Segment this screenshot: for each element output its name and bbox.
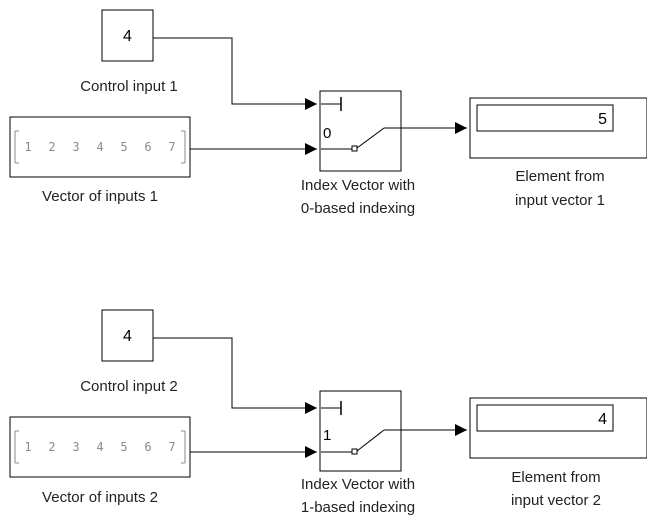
index-vector-2-port-label: 1 xyxy=(323,427,331,444)
switch-lever-icon xyxy=(356,429,385,452)
display-1-block[interactable]: 5 xyxy=(469,97,647,159)
switch-lever-icon xyxy=(356,127,385,149)
display-2-block[interactable]: 4 xyxy=(469,397,647,459)
vector-1-element: 4 xyxy=(96,140,103,154)
display-1-value: 5 xyxy=(598,111,607,128)
vector-2-element: 5 xyxy=(120,440,127,454)
control-input-2-label: Control input 2 xyxy=(80,378,178,395)
display-2-value: 4 xyxy=(598,411,607,428)
signal-line-control-2[interactable] xyxy=(153,337,317,414)
switch-contact-icon xyxy=(351,145,358,152)
vector-input-2-block[interactable]: 1 2 3 4 5 6 7 xyxy=(9,416,191,478)
signal-line-control-1[interactable] xyxy=(153,37,317,110)
vector-2-element: 6 xyxy=(144,440,151,454)
index-vector-1-block[interactable]: 0 xyxy=(319,90,402,172)
control-input-1-label: Control input 1 xyxy=(80,78,178,95)
vector-1-element: 3 xyxy=(72,140,79,154)
vector-2-element: 7 xyxy=(168,440,175,454)
control-input-2-block[interactable]: 4 xyxy=(101,309,154,362)
index-vector-1-label-line1: Index Vector with xyxy=(301,177,415,194)
index-vector-2-label-line2: 1-based indexing xyxy=(301,499,415,516)
index-vector-1-port-label: 0 xyxy=(323,125,331,142)
index-vector-1-label-line2: 0-based indexing xyxy=(301,200,415,217)
control-input-1-value: 4 xyxy=(123,28,132,45)
vector-1-element: 5 xyxy=(120,140,127,154)
vector-2-element: 1 xyxy=(24,440,31,454)
diagram-1: 4 Control input 1 1 2 3 4 5 6 7 Vector o… xyxy=(9,9,647,217)
vector-1-element: 1 xyxy=(24,140,31,154)
index-vector-2-label-line1: Index Vector with xyxy=(301,476,415,493)
control-input-1-block[interactable]: 4 xyxy=(101,9,154,62)
display-2-label-line1: Element from xyxy=(511,469,600,486)
display-1-label-line1: Element from xyxy=(515,168,604,185)
switch-contact-icon xyxy=(351,448,358,455)
diagram-2: 4 Control input 2 1 2 3 4 5 6 7 Vector o… xyxy=(9,309,647,516)
vector-input-2-label: Vector of inputs 2 xyxy=(42,489,158,506)
vector-2-element: 4 xyxy=(96,440,103,454)
vector-2-element: 2 xyxy=(48,440,55,454)
vector-2-element: 3 xyxy=(72,440,79,454)
index-vector-2-block[interactable]: 1 xyxy=(319,390,402,472)
control-input-2-value: 4 xyxy=(123,328,132,345)
display-2-label-line2: input vector 2 xyxy=(511,492,601,509)
vector-1-element: 2 xyxy=(48,140,55,154)
vector-input-1-block[interactable]: 1 2 3 4 5 6 7 xyxy=(9,116,191,178)
vector-input-1-label: Vector of inputs 1 xyxy=(42,188,158,205)
display-1-label-line2: input vector 1 xyxy=(515,192,605,209)
vector-1-element: 6 xyxy=(144,140,151,154)
vector-1-element: 7 xyxy=(168,140,175,154)
